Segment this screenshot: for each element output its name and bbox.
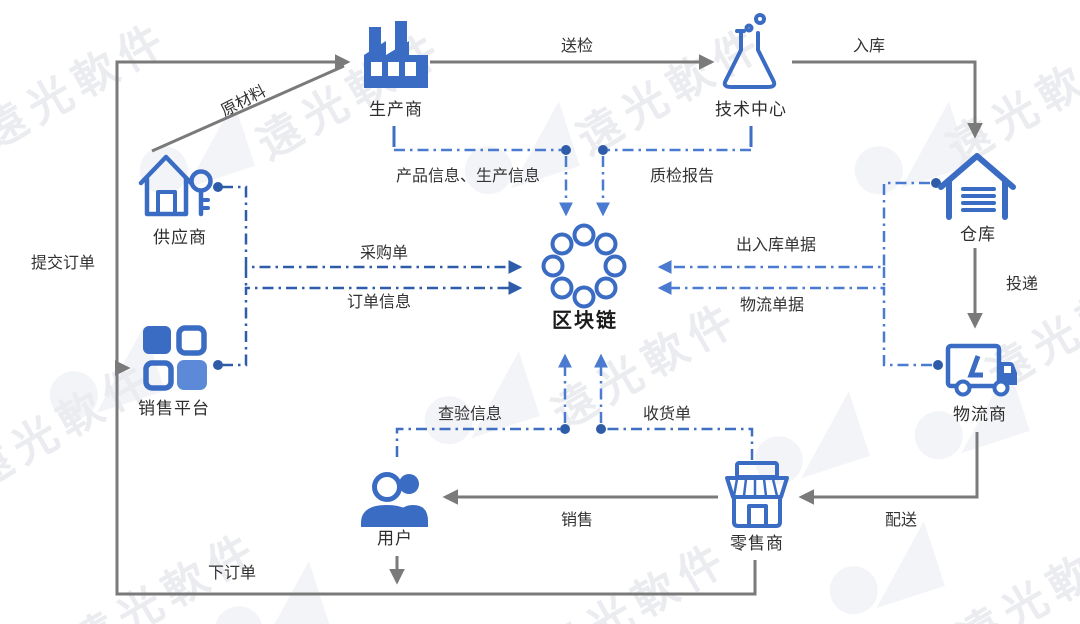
node-label-producer: 生产商 (369, 100, 423, 119)
edge-label-inout-doc: 出入库单据 (735, 237, 817, 254)
edge-label-dispatch: 配送 (884, 512, 918, 529)
watermark-logo-icon (892, 344, 1039, 481)
node-label-sales-platform: 销售平台 (138, 399, 210, 418)
edge-label-delivery: 投递 (1005, 276, 1039, 293)
watermark-logo-icon (442, 79, 589, 216)
node-label-tech-center: 技术中心 (715, 100, 787, 119)
edge-label-product-info: 产品信息、生产信息 (395, 168, 541, 185)
shop-icon (725, 461, 789, 528)
edge-label-qc-report: 质检报告 (649, 168, 715, 185)
flask-icon (722, 13, 777, 89)
node-label-user: 用户 (377, 529, 413, 548)
edge-label-purchase-order: 采购单 (359, 245, 409, 262)
junction-dots (213, 145, 943, 434)
edge-label-place-order: 下订单 (207, 565, 257, 582)
edge-check-info-line (395, 427, 560, 457)
node-label-logistics: 物流商 (953, 405, 1007, 424)
edge-label-order-info: 订单信息 (346, 294, 412, 311)
edge-order-info-line (222, 281, 523, 367)
watermark-logo-icon (732, 369, 879, 506)
warehouse-icon (938, 153, 1016, 220)
edge-label-submit-order: 提交订单 (30, 255, 96, 272)
edge-dispatch-line (798, 432, 979, 505)
factory-icon (364, 21, 428, 88)
edge-label-logistics-doc: 物流单据 (739, 297, 805, 314)
edge-label-into-warehouse: 入库 (852, 38, 886, 55)
logistics-dot (933, 360, 943, 370)
user-icon (361, 472, 428, 527)
receipt-dot (596, 424, 606, 434)
node-label-warehouse: 仓库 (960, 225, 996, 244)
gray-flow-lines (115, 54, 983, 596)
edge-into-warehouse-line (792, 60, 983, 139)
watermark-logo-icon (807, 499, 954, 624)
supplier-dot (213, 182, 223, 192)
node-label-blockchain: 区块链 (552, 310, 618, 332)
watermark-logo-icon (402, 329, 549, 466)
grid-squares-icon (143, 325, 207, 391)
edge-label-raw-material: 原材料 (218, 83, 270, 121)
blockchain-icon (541, 223, 627, 309)
edge-raw-material-line (151, 64, 345, 153)
edge-logistics-doc-line (657, 281, 932, 367)
house-key-icon (138, 154, 213, 217)
edge-label-receipt: 收货单 (642, 406, 692, 423)
edge-label-check-info: 查验信息 (437, 406, 503, 423)
node-label-retailer: 零售商 (730, 534, 784, 553)
edge-label-send-inspection: 送检 (560, 38, 594, 55)
edge-inout-doc-line (657, 181, 930, 274)
truck-icon (945, 343, 1017, 397)
sales-platform-dot (213, 360, 223, 370)
watermark-logo-icon (192, 539, 339, 624)
edge-purchase-order-line (222, 185, 523, 274)
edge-receipt-line (606, 427, 754, 460)
product-info-dot (561, 145, 571, 155)
edge-label-sale: 销售 (560, 512, 594, 529)
edge-order-loop-line (115, 54, 757, 596)
check-info-dot (560, 424, 570, 434)
watermark-logo-icon (117, 79, 264, 216)
qc-report-dot (598, 145, 608, 155)
node-label-supplier: 供应商 (153, 228, 207, 247)
blockchain-data-lines (222, 148, 932, 460)
watermark-logo-icon (832, 79, 979, 216)
node-stubs (392, 126, 753, 147)
